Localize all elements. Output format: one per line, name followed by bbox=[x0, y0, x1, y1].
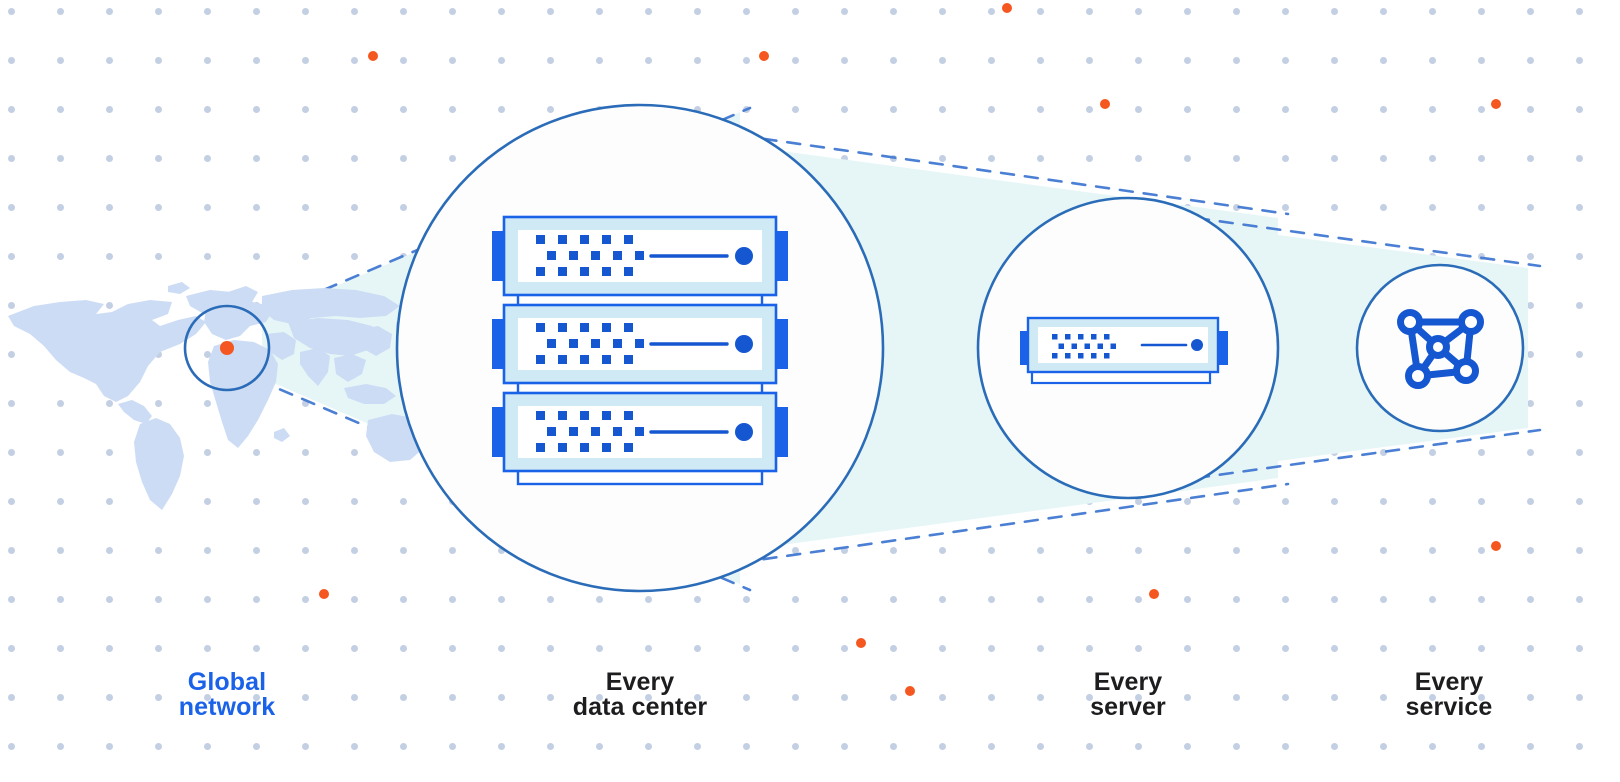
global-network-highlight-circle[interactable] bbox=[183, 304, 271, 392]
label-every-server-line2: server bbox=[1090, 693, 1166, 721]
mesh-node-bottom-right bbox=[1453, 358, 1479, 384]
accent-dot-layer bbox=[319, 3, 1501, 696]
dashed-line-bottom-2 bbox=[714, 482, 1290, 568]
mesh-node-center bbox=[1426, 335, 1450, 359]
server-status-led bbox=[1191, 339, 1203, 351]
label-global-network-line1: Global bbox=[188, 668, 266, 696]
server-rack-icon[interactable] bbox=[492, 215, 788, 486]
mesh-node-bottom-left bbox=[1405, 363, 1431, 389]
mesh-node-top-left bbox=[1397, 309, 1423, 335]
server-unit[interactable] bbox=[492, 303, 788, 385]
accent-dot bbox=[759, 51, 769, 61]
server-status-led bbox=[735, 247, 753, 265]
accent-dot bbox=[1491, 99, 1501, 109]
world-map-icon bbox=[8, 282, 452, 510]
label-every-data-center-line1: Every bbox=[606, 668, 675, 696]
accent-dot bbox=[1002, 3, 1012, 13]
accent-dot bbox=[1149, 589, 1159, 599]
accent-dot bbox=[1491, 541, 1501, 551]
mesh-nodes bbox=[1397, 309, 1484, 389]
accent-dot bbox=[319, 589, 329, 599]
accent-dot bbox=[368, 51, 378, 61]
server-unit[interactable] bbox=[492, 391, 788, 473]
accent-dot bbox=[856, 638, 866, 648]
dashed-line-top-3 bbox=[1194, 216, 1542, 268]
label-every-data-center-line2: data center bbox=[573, 693, 708, 721]
server-status-led bbox=[735, 335, 753, 353]
server-status-led bbox=[735, 423, 753, 441]
dashed-line-top-2 bbox=[714, 130, 1290, 216]
label-every-service-line1: Every bbox=[1415, 668, 1484, 696]
stage-labels: Global network Every data center Every s… bbox=[179, 668, 1493, 721]
mesh-node-top-right bbox=[1458, 309, 1484, 335]
global-network-location-marker[interactable] bbox=[220, 341, 234, 355]
accent-dot bbox=[1100, 99, 1110, 109]
server-unit[interactable] bbox=[492, 215, 788, 297]
dashed-line-bottom-3 bbox=[1194, 428, 1542, 480]
label-every-service-line2: service bbox=[1406, 693, 1493, 721]
mesh-network-icon[interactable] bbox=[1397, 309, 1484, 389]
single-server-icon[interactable] bbox=[1020, 316, 1228, 385]
label-global-network-line2: network bbox=[179, 693, 276, 721]
accent-dot bbox=[905, 686, 915, 696]
label-every-server-line1: Every bbox=[1094, 668, 1163, 696]
